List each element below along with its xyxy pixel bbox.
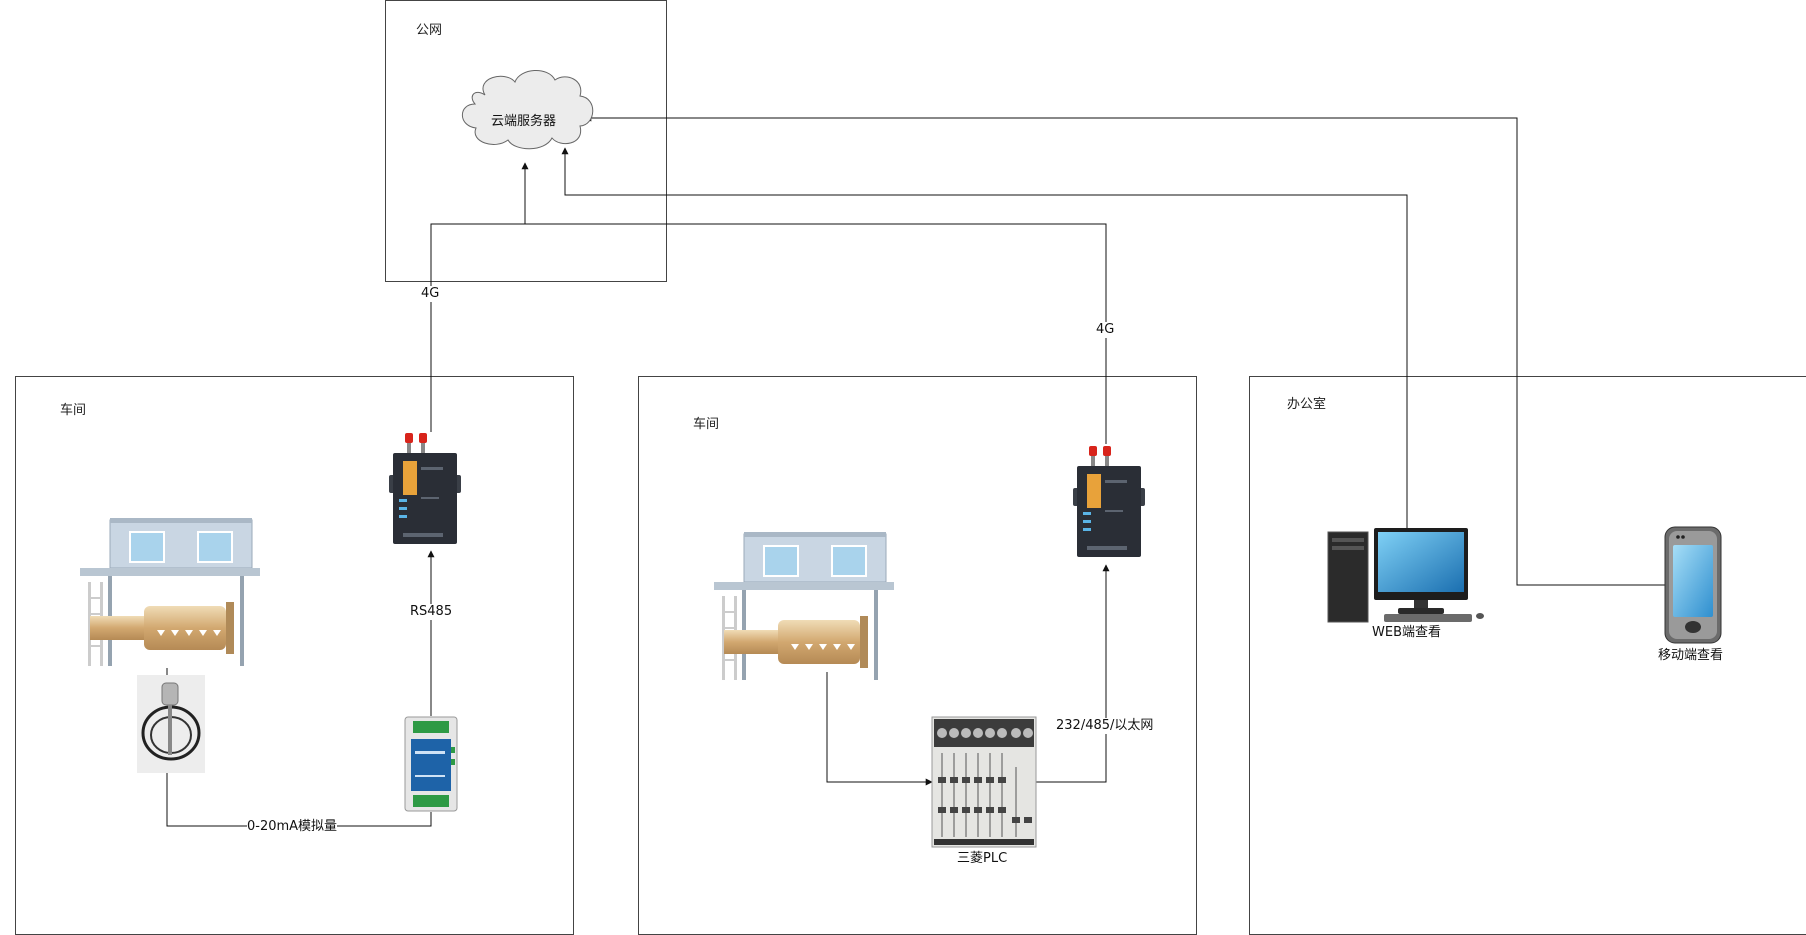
rs485-label: RS485 — [410, 604, 453, 620]
uplink-2-label: 4G — [1096, 322, 1115, 338]
mobile-view-label: 移动端查看 — [1658, 648, 1724, 663]
analog-label: 0-20mA模拟量 — [247, 819, 338, 835]
zone-label-office: 办公室 — [1287, 397, 1327, 412]
temperature-sensor-image — [137, 675, 205, 773]
link-dtu2-cloud — [525, 223, 1107, 444]
dtu-1-device — [389, 433, 461, 544]
link-mobile-cloud — [584, 114, 1667, 586]
boiler-plant-2 — [714, 532, 894, 680]
uplink-1-label: 4G — [421, 286, 440, 302]
cloud-server-label: 云端服务器 — [491, 114, 557, 129]
zone-label-public-net: 公网 — [416, 23, 443, 38]
web-view-label: WEB端查看 — [1372, 625, 1441, 640]
analog-module-device — [404, 716, 458, 812]
boiler-plant-1 — [80, 518, 260, 666]
cloud-server-shape — [461, 70, 594, 150]
link-plc-dtu2 — [1036, 564, 1110, 783]
plc-link-label: 232/485/以太网 — [1056, 718, 1154, 734]
link-dtu1-cloud — [430, 162, 529, 432]
zone-label-workshop-2: 车间 — [693, 417, 720, 432]
zone-public-net — [385, 0, 667, 282]
dtu-2-device — [1073, 446, 1145, 557]
link-tank2-plc — [826, 672, 933, 786]
mobile-phone-device — [1664, 526, 1722, 644]
desktop-pc-device — [1327, 528, 1484, 623]
plc-label: 三菱PLC — [957, 851, 1008, 866]
link-web-cloud — [561, 147, 1408, 528]
plc-rack-device — [931, 716, 1037, 848]
zone-label-workshop-1: 车间 — [60, 403, 87, 418]
